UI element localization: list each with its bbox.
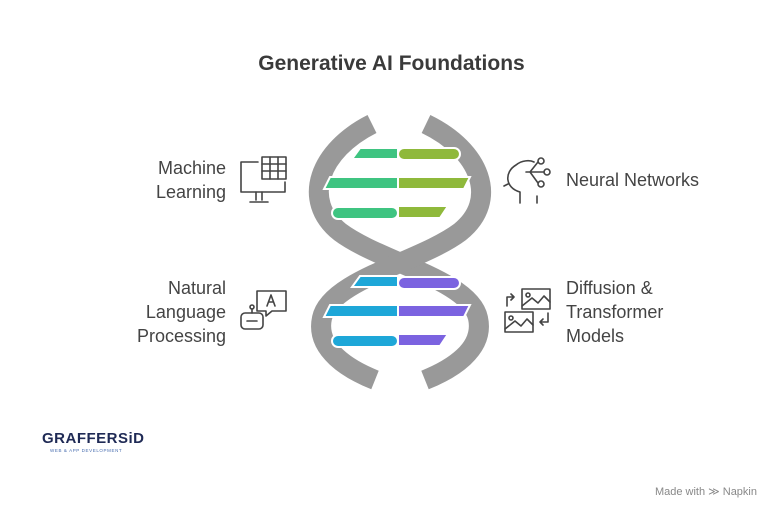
monitor-table-icon: [240, 156, 287, 203]
logo-tagline: WEB & APP DEVELOPMENT: [50, 448, 123, 453]
bar-dt-1: [397, 276, 461, 290]
label-line: Learning: [155, 182, 226, 202]
label-line: Neural Networks: [566, 170, 700, 190]
bar-ml-2: [322, 176, 399, 190]
bar-nn-2: [397, 176, 472, 190]
label-line: Transformer: [566, 302, 664, 322]
bar-nlp-1: [350, 275, 399, 288]
bar-nn-1: [397, 147, 461, 161]
graffersid-logo: GRAFFERSiD WEB & APP DEVELOPMENT: [42, 430, 145, 453]
bar-ml-1: [350, 147, 399, 160]
label-machine-learning: Machine Learning: [156, 156, 226, 204]
label-line: Diffusion &: [566, 278, 653, 298]
bar-nlp-2: [322, 304, 399, 318]
made-with-napkin: Made with ≫ Napkin: [655, 485, 757, 498]
label-line: Language: [145, 302, 226, 322]
image-swap-icon: [504, 288, 551, 333]
label-neural-networks: Neural Networks: [566, 168, 699, 192]
label-line: Processing: [136, 326, 226, 346]
made-with-text: Made with: [654, 486, 706, 498]
label-line: Natural: [167, 278, 226, 298]
head-network-icon: [503, 157, 551, 204]
label-nlp: Natural Language Processing: [137, 276, 226, 348]
bar-ml-3: [331, 206, 399, 220]
label-diffusion-transformer: Diffusion & Transformer Models: [566, 276, 663, 348]
robot-chat-icon: [240, 290, 287, 330]
label-line: Machine: [157, 158, 226, 178]
bar-dt-2: [397, 304, 472, 318]
logo-name: GRAFFERSiD: [42, 430, 145, 447]
label-line: Models: [566, 326, 625, 346]
page-title: Generative AI Foundations: [258, 52, 525, 75]
bar-nn-3: [397, 205, 450, 219]
bar-nlp-3: [331, 334, 399, 348]
napkin-brand: Napkin: [722, 486, 757, 498]
napkin-icon: ≫: [708, 486, 720, 498]
strand-b: [311, 114, 491, 390]
bar-dt-3: [397, 333, 450, 347]
